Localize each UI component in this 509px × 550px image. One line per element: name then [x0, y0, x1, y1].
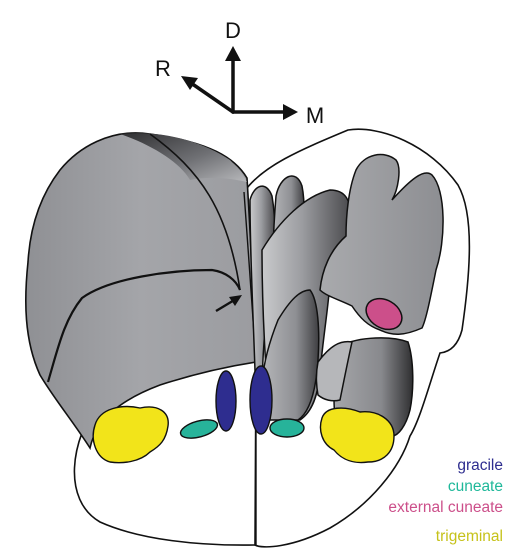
legend-external-cuneate: external cuneate: [388, 499, 503, 516]
orientation-arrows: [191, 58, 286, 112]
dorsal-arrowhead: [225, 46, 241, 61]
dorsal-label: D: [225, 18, 241, 43]
gracile-nucleus-right: [250, 366, 272, 434]
medial-label: M: [306, 103, 324, 128]
gracile-nucleus-left: [216, 371, 236, 431]
arrowheads: [181, 46, 298, 120]
medial-arrowhead: [283, 104, 298, 120]
cuneate-nucleus-right: [270, 419, 304, 437]
rostral-arrow: [191, 83, 233, 112]
legend-trigeminal: trigeminal: [436, 528, 503, 545]
legend-gracile: gracile: [457, 457, 503, 474]
legend-cuneate: cuneate: [448, 478, 503, 495]
rostral-label: R: [155, 56, 171, 81]
legend: gracile cuneate external cuneate trigemi…: [388, 457, 503, 545]
